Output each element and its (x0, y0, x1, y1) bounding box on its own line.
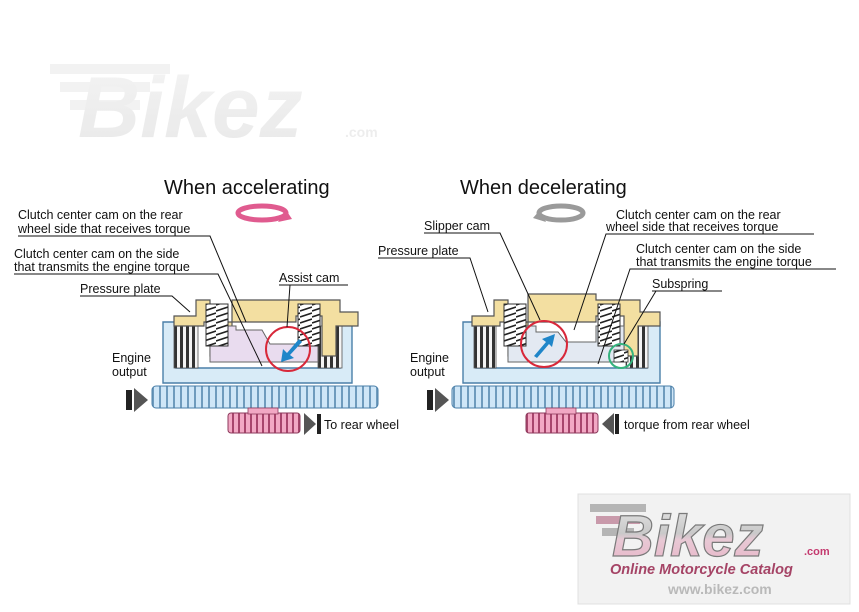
bikez-logo: Bikez .com Online Motorcycle Catalog www… (577, 493, 851, 605)
primary-gear-right (451, 385, 675, 409)
label-transmit-cam-right-line2: that transmits the engine torque (636, 255, 812, 269)
rear-wheel-arrow-left-icon (602, 413, 619, 435)
friction-plates-right-1 (473, 325, 497, 369)
friction-plates-left (173, 325, 199, 369)
watermark-brand: Bikez (78, 60, 303, 156)
watermark: Bikez .com (50, 60, 378, 156)
slipper-cam-arrow-icon (534, 334, 555, 358)
label-assist-cam: Assist cam (279, 271, 339, 285)
label-transmit-cam-line1: Clutch center cam on the side (14, 247, 179, 261)
right-panel: When decelerating (378, 177, 836, 435)
label-rear-wheel-right: torque from rear wheel (624, 418, 750, 432)
assist-cam-circle (265, 326, 311, 372)
leader-receive-cam-left (18, 235, 247, 323)
logo-background (577, 493, 851, 605)
label-engine-output-line1-left: Engine (112, 351, 151, 365)
label-slipper-cam: Slipper cam (424, 219, 490, 233)
rotation-arrow-grey-icon (533, 203, 586, 223)
watermark-speed-lines (50, 64, 170, 110)
clutch-spring-left-1 (205, 303, 229, 347)
leader-receive-cam-right (573, 233, 814, 331)
engine-output-arrow-icon (126, 388, 148, 412)
rotation-arrow-pink-icon (235, 203, 292, 223)
leader-transmit-cam-left (14, 273, 263, 367)
label-engine-output-line2-left: output (112, 365, 147, 379)
output-gear-right (525, 412, 599, 434)
leader-pressure-plate-left (80, 295, 191, 313)
watermark-domain: .com (345, 124, 378, 140)
engine-output-arrow-right-icon (427, 388, 449, 412)
leader-transmit-cam-right (597, 268, 836, 365)
logo-speed-lines (590, 504, 646, 536)
leader-assist-cam (279, 284, 348, 328)
label-rear-wheel-left: To rear wheel (324, 418, 399, 432)
left-panel-title: When accelerating (164, 177, 330, 199)
label-transmit-cam-right-line1: Clutch center cam on the side (636, 242, 801, 256)
subspring-circle (608, 343, 634, 369)
leader-subspring (623, 290, 722, 345)
output-gear-left (227, 412, 301, 434)
clutch-spring-right-1 (503, 303, 527, 347)
label-subspring: Subspring (652, 277, 708, 291)
label-receive-cam-line2: wheel side that receives torque (17, 222, 190, 236)
label-engine-output-line2-right: output (410, 365, 445, 379)
subspring-icon (613, 349, 629, 363)
assist-cam-arrow-icon (281, 339, 302, 362)
logo-tagline: Online Motorcycle Catalog (610, 562, 793, 578)
label-engine-output-line1-right: Engine (410, 351, 449, 365)
logo-brand: Bikez (612, 504, 764, 569)
rear-wheel-arrow-icon (304, 413, 321, 435)
leader-slipper-cam (424, 232, 541, 321)
slipper-cam-circle (520, 320, 568, 368)
right-panel-title: When decelerating (460, 177, 627, 199)
label-pressure-plate-left: Pressure plate (80, 282, 161, 296)
label-pressure-plate-right: Pressure plate (378, 244, 459, 258)
clutch-spring-right-2 (597, 303, 621, 347)
leader-pressure-plate-right (378, 257, 489, 313)
label-receive-cam-right-line1: Clutch center cam on the rear (616, 208, 781, 222)
left-panel: When accelerating (14, 177, 399, 435)
primary-gear-left (151, 385, 379, 409)
label-transmit-cam-line2: that transmits the engine torque (14, 260, 190, 274)
logo-url: www.bikez.com (667, 581, 772, 597)
label-receive-cam-line1: Clutch center cam on the rear (18, 208, 183, 222)
logo-domain: .com (804, 546, 830, 558)
label-receive-cam-right-line2: wheel side that receives torque (605, 220, 778, 234)
